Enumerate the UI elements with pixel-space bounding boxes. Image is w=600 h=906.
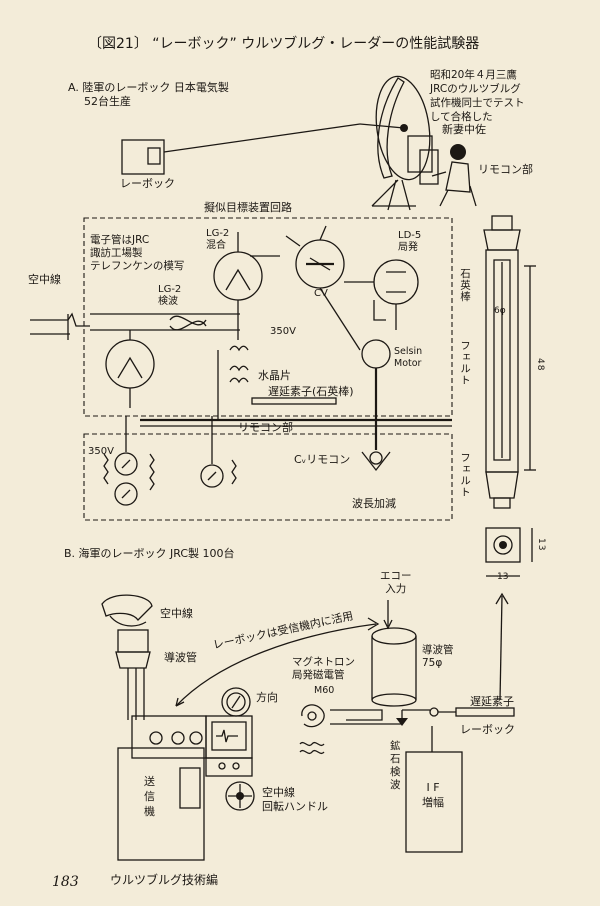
diode-and-delay [396,592,515,752]
antenna-label-a: 空中線 [28,273,61,286]
cv-label: CV [314,288,328,299]
delay-element-label: 遅延素子 [470,695,514,708]
person-label: 新妻中佐 [442,123,486,136]
ld5-tube [344,259,419,330]
book-title: ウルツブルグ技術編 [110,873,219,887]
dim-13-horizontal: 13 [497,572,509,582]
lg2-mixer-tube [213,232,280,340]
crystal-detector-label: 鉱 石 検 波 [390,740,401,791]
page-number: 183 [52,874,79,890]
delay-label: 遅延素子(石英棒) [268,385,354,398]
felt-label-2: フェルト [459,452,471,498]
waveguide-left-label: 導波管 [164,651,197,664]
waveguide-right-label: 導波管 75φ [422,644,454,669]
person-figure [431,144,477,207]
v350-top-label: 350V [270,326,296,337]
selsin-motor [361,339,391,472]
cv-tube [285,225,361,351]
quartz-label: 石英棒 [459,268,471,303]
felt-label-1: フェルト [459,340,471,386]
v350-bottom-label: 350V [88,446,114,457]
dim-48: 48 [535,358,545,372]
transmitter-cabinet [117,747,205,861]
remote-box-label: リモコン部 [238,421,293,434]
simulator-circuit-box [83,217,453,417]
coupling-coils [169,315,249,420]
ld5-label: LD-5 局発 [398,230,422,253]
figure-title: 〔図21〕 “レーボック” ウルツブルグ・レーダーの性能試験器 [88,36,480,52]
dim-13-vertical: 13 [536,538,546,552]
transmitter-label: 送 信 機 [144,775,155,818]
hand-wheel [225,781,255,811]
rebock-box [121,123,361,175]
lg2-mixer-label: LG-2 混合 [206,228,230,251]
circuit-title: 擬似目標装置回路 [204,201,292,214]
delay-rod [140,397,452,427]
remote-box [83,433,453,521]
waveguide-cylinder [299,600,417,755]
remote-unit-label: リモコン部 [478,163,533,176]
test-note: 昭和20年４月三鷹 JRCのウルツブルグ 試作機同士でテスト して合格した [430,69,525,123]
direction-label: 方向 [256,691,278,704]
lg2-detect-label: LG-2 検波 [158,284,182,307]
quartz-rod-assembly [483,215,536,577]
receiver-unit [131,715,253,777]
if-amp-box [405,751,463,853]
rebock-label: レーボック [120,177,175,190]
wavelength-label: 波長加減 [352,497,396,510]
m60-label: M60 [314,685,335,696]
if-amp-label: I F 増幅 [422,781,444,809]
antenna-handle-label: 空中線 回転ハンドル [262,786,328,813]
dish-antenna [359,75,439,211]
dim-6: 6φ [494,306,506,316]
magnetron-label: マグネトロン 局発磁電管 [292,656,355,681]
curved-arrow [175,617,380,707]
section-a-subheading: 52台生産 [84,95,131,108]
section-b-heading: B. 海軍のレーボック JRC製 100台 [64,547,235,560]
section-a-heading: A. 陸軍のレーボック 日本電気製 [68,81,229,94]
selsin-label: Selsin Motor [394,346,423,369]
crystal-label: 水晶片 [258,369,291,382]
direction-dial [221,687,251,717]
cv-remote-label: Cᵥリモコン [294,453,351,466]
lg2-detector-tube [105,330,155,408]
antenna-label-b: 空中線 [160,607,193,620]
horn-antenna [101,594,153,720]
remote-meters [103,416,237,506]
rebock-label-b: レーボック [460,723,515,736]
tube-note: 電子管はJRC 諏訪工場製 テレフンケンの模写 [90,234,185,272]
antenna-lines [30,312,240,340]
echo-input-label: エコー 入力 [380,570,412,595]
